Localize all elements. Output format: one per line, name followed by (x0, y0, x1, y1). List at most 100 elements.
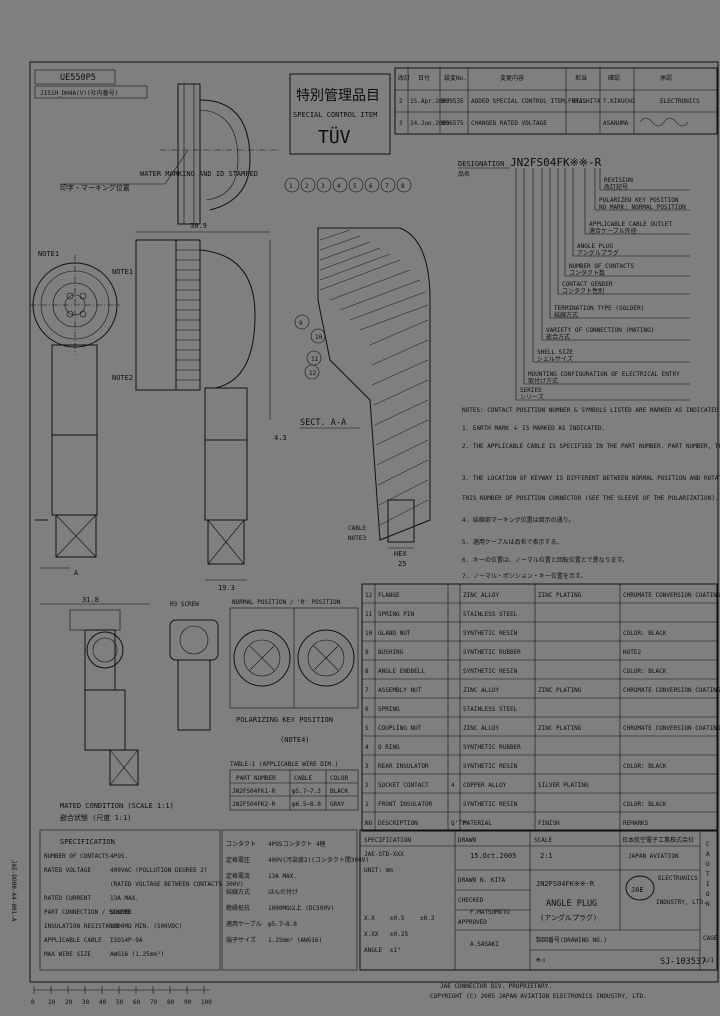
spec-row-1-value: 400VAC (POLLUTION DEGREE 2) (110, 867, 208, 874)
scale-label: SCALE (534, 837, 552, 844)
ruler-tick-9: 90 (184, 999, 192, 1006)
drawing-no-label: 製図番号(DRAWING NO.) (536, 936, 607, 944)
wire-row-2-color: GRAY (330, 801, 345, 808)
legend-en-8: SHELL SIZE (537, 349, 574, 356)
key-position-title: NORMAL POSITION / 'R' POSITION (232, 599, 341, 606)
legend-jp-0: 改訂記号 (604, 183, 628, 191)
spec-jp-row-5-value: φ5.7~8.0 (268, 921, 297, 928)
front-view-drawing: WATER MARKING AND ID STAMPED 印字・マーキング位置 (60, 83, 280, 225)
parts-row-10-col-3: SYNTHETIC RESIN (463, 630, 518, 637)
special-control-mark: TÜV (318, 126, 351, 148)
legend-jp-8: シェルサイズ (537, 355, 573, 363)
rev-row-2-no: 3 (399, 120, 403, 127)
ruler-tick-3: 30 (82, 999, 90, 1006)
legend-jp-2: 適合ケーブル外径 (589, 227, 637, 235)
ruler-tick-5: 50 (116, 999, 124, 1006)
parts-row-8-col-3: SYNTHETIC RESIN (463, 668, 518, 675)
dim-width: 30.9 (190, 222, 207, 230)
tol-row-1-b: ±0.5 (390, 915, 405, 922)
rev-header-3: 変更内容 (500, 74, 524, 82)
parts-row-11-col-3: STAINLESS STEEL (463, 611, 518, 618)
parts-row-1-col-1: FRONT INSULATOR (378, 801, 433, 808)
rev-header-5: 確認 (608, 74, 620, 82)
item-balloon-8 (396, 177, 412, 193)
wire-row-2-pn: JN2FS04FK2-R (232, 801, 276, 808)
title-part-number: JN2FS04FK※※-R (536, 880, 595, 888)
note1-label: NOTE1 (38, 250, 59, 258)
section-label: SECT. A-A (300, 418, 346, 428)
item-balloon-1 (284, 177, 300, 193)
parts-row-5-col-5: CHROMATE CONVERSION COATING (623, 725, 720, 732)
legend-en-4: NUMBER OF CONTACTS (569, 263, 634, 270)
spec-title: SPECIFICATION (60, 838, 115, 846)
item-balloon-7 (380, 177, 396, 193)
key-position-caption: POLARIZING KEY POSITION (236, 716, 333, 724)
rev-header-0: 改訂 (398, 74, 410, 82)
item-balloon-label-12: 12 (309, 370, 317, 377)
item-balloon-label-4: 4 (337, 183, 341, 190)
parts-row-4-col-1: O RING (378, 744, 400, 751)
parts-row-4-col-0: 4 (365, 744, 369, 751)
rev-row-2-ecn: DS6575 (442, 120, 464, 127)
tol-row-2-a: X.XX (364, 931, 379, 938)
rev-row-1-desc: ADDED SPECIAL CONTROL ITEM. ETC. (471, 98, 587, 105)
title-en: ANGLE PLUG (546, 899, 597, 909)
note-7: 6. キーの位置は、ノーマル位置と回転位置とで異なります。 (462, 556, 628, 564)
parts-row-1-col-0: 1 (365, 801, 369, 808)
wire-row-1-color: BLACK (330, 788, 348, 795)
parts-row-4-col-3: SYNTHETIC RUBBER (463, 744, 521, 751)
parts-row-2-col-3: COPPER ALLOY (463, 782, 507, 789)
parts-header-1: DESCRIPTION (378, 820, 418, 827)
parts-row-6-col-0: 6 (365, 706, 369, 713)
ruler-tick-1: 10 (48, 999, 56, 1006)
rev-row-2-check: ASANUMA (603, 120, 629, 127)
spec-row-2-value: (RATED VOLTAGE BETWEEN CONTACTS 300V) (110, 881, 244, 888)
spec-jp-row-3-value: はんだ付け (268, 888, 298, 896)
jae-logo (625, 875, 655, 901)
note-6: 5. 適用ケーブルは品名で表示する。 (462, 538, 562, 546)
rev-row-1-approve: ELECTRONICS (660, 98, 700, 105)
parts-row-11-col-0: 11 (365, 611, 373, 618)
company-en-2: ELECTRONICS (658, 875, 698, 882)
special-control-jp: 特別管理品目 (296, 88, 380, 104)
parts-row-10-col-5: COLOR: BLACK (623, 630, 667, 637)
legend-jp-4: コンタクト数 (569, 269, 605, 277)
parts-row-12-col-4: ZINC PLATING (538, 592, 582, 599)
spec-jp-row-4-label: 絶縁抵抗 (226, 904, 250, 912)
note-5: 4. 結線部マーキング位置は図示の通り。 (462, 516, 575, 524)
spec-jp-row-5-label: 適用ケーブル (226, 920, 262, 928)
note-3: 3. THE LOCATION OF KEYWAY IS DIFFERENT B… (462, 475, 720, 482)
tol-row-1-c: ±0.3 (420, 915, 435, 922)
side-label-5: O (706, 891, 710, 898)
legend-jp-6: 結線方式 (554, 311, 578, 319)
role-drawn: DRAWN (458, 877, 476, 884)
spec-row-0-label: NUMBER OF CONTACTS (44, 853, 109, 860)
spec-row-4-value: SOLDER (110, 909, 132, 916)
tol-row-3-b: ±1° (390, 947, 401, 954)
rev-row-2-desc: CHANGED RATED VOLTAGE (471, 120, 547, 127)
rev-header-1: 日付 (418, 74, 430, 82)
special-control-box: 特別管理品目 SPECIAL CONTROL ITEM TÜV (289, 73, 391, 155)
jae-logo-text: JAE (631, 886, 644, 894)
ruler-tick-10: 100 (201, 999, 212, 1006)
parts-row-9-col-1: BUSHING (378, 649, 404, 656)
item-balloon-5 (348, 177, 364, 193)
spec-jp-row-3-label: 結線方式 (226, 888, 250, 896)
item-balloon-label-1: 1 (289, 183, 293, 190)
marking-note: WATER MARKING AND ID STAMPED (140, 170, 258, 178)
wire-table-title: TABLE-1 (APPLICABLE WIRE DIM.) (230, 761, 338, 768)
item-balloon-4 (332, 177, 348, 193)
note-0: NOTES: CONTACT POSITION NUMBER & SYMBOLS… (462, 407, 720, 414)
title-jp: (アングルプラグ) (540, 913, 597, 922)
parts-row-9-col-0: 9 (365, 649, 369, 656)
key-position-views: NORMAL POSITION / 'R' POSITION POLARIZIN… (229, 599, 359, 744)
cable-label: CABLE (348, 525, 366, 532)
spec-row-3-value: 13A MAX. (110, 895, 139, 902)
parts-row-8-col-5: COLOR: BLACK (623, 668, 667, 675)
spec-row-5-label: INSULATION RESISTANCE (44, 923, 120, 930)
rev-header-4: 担当 (575, 74, 587, 82)
